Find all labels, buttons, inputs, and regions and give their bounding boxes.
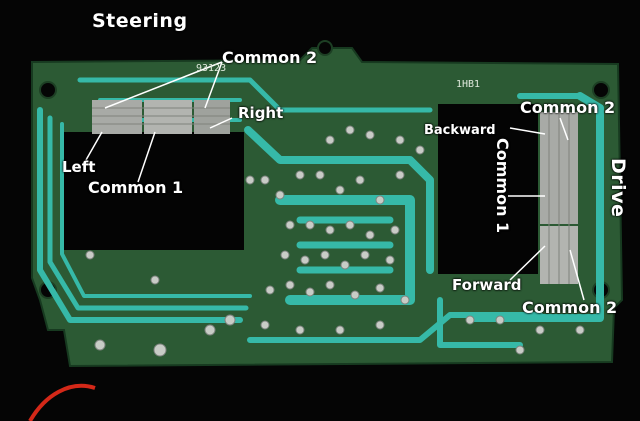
label-common-1-drive: Common 1 — [493, 138, 512, 234]
label-leader-lines — [85, 61, 585, 301]
steering-contact-pads — [92, 100, 230, 134]
label-drive: Drive — [607, 158, 629, 218]
silkscreen-board-code: 1HB1 — [456, 79, 481, 90]
label-right: Right — [238, 104, 284, 122]
label-forward: Forward — [452, 276, 522, 294]
label-common-2-steering: Common 2 — [222, 48, 318, 67]
red-wire-bottom — [28, 383, 96, 421]
label-backward: Backward — [424, 123, 496, 138]
label-left: Left — [62, 158, 96, 176]
silkscreen-part-number: 93123 — [196, 63, 227, 74]
label-common-2-drive-top: Common 2 — [520, 98, 616, 117]
cutout-drive — [438, 104, 538, 274]
label-common-2-drive-bottom: Common 2 — [522, 298, 618, 317]
drive-contact-pads — [540, 112, 578, 284]
label-common-1-steering: Common 1 — [88, 178, 184, 197]
label-steering: Steering — [92, 10, 188, 32]
solder-joints — [85, 125, 585, 357]
